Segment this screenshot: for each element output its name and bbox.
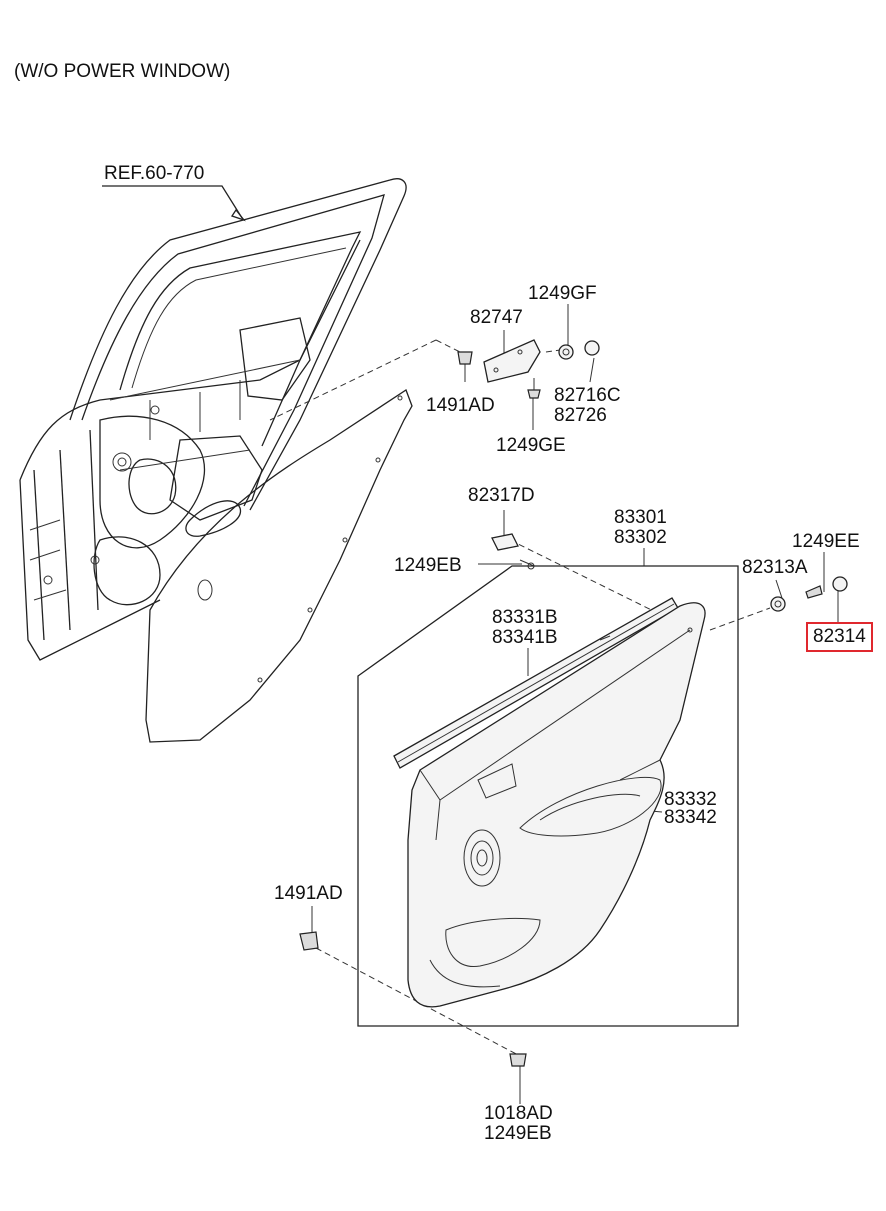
diagram-title: (W/O POWER WINDOW) bbox=[14, 61, 231, 82]
label-ref: REF.60-770 bbox=[104, 163, 205, 184]
door-frame bbox=[19, 178, 407, 661]
label-83302: 83302 bbox=[614, 527, 667, 548]
label-1491ad-bottom: 1491AD bbox=[274, 883, 343, 904]
label-83341b: 83341B bbox=[492, 627, 558, 648]
label-82726: 82726 bbox=[554, 405, 607, 426]
label-83332: 83332 bbox=[664, 789, 717, 810]
label-1249eb-bottom: 1249EB bbox=[484, 1123, 552, 1144]
label-1249ee: 1249EE bbox=[792, 531, 860, 552]
door-sheet bbox=[145, 389, 413, 743]
trim-panel bbox=[407, 602, 706, 1008]
label-83331b: 83331B bbox=[492, 607, 558, 628]
label-83301: 83301 bbox=[614, 507, 667, 528]
label-83342: 83342 bbox=[664, 807, 717, 828]
assembly-box bbox=[357, 565, 739, 1027]
label-1249gf: 1249GF bbox=[528, 283, 597, 304]
label-1249ge: 1249GE bbox=[496, 435, 566, 456]
leader-lines bbox=[102, 185, 839, 1104]
label-82747: 82747 bbox=[470, 307, 523, 328]
label-1249eb-mid: 1249EB bbox=[394, 555, 462, 576]
label-82716c: 82716C bbox=[554, 385, 621, 406]
label-82314-highlighted: 82314 bbox=[806, 622, 873, 652]
label-82317d: 82317D bbox=[468, 485, 535, 506]
hardware bbox=[299, 339, 848, 1067]
label-82313a: 82313A bbox=[742, 557, 808, 578]
label-1018ad: 1018AD bbox=[484, 1103, 553, 1124]
label-1491ad-top: 1491AD bbox=[426, 395, 495, 416]
